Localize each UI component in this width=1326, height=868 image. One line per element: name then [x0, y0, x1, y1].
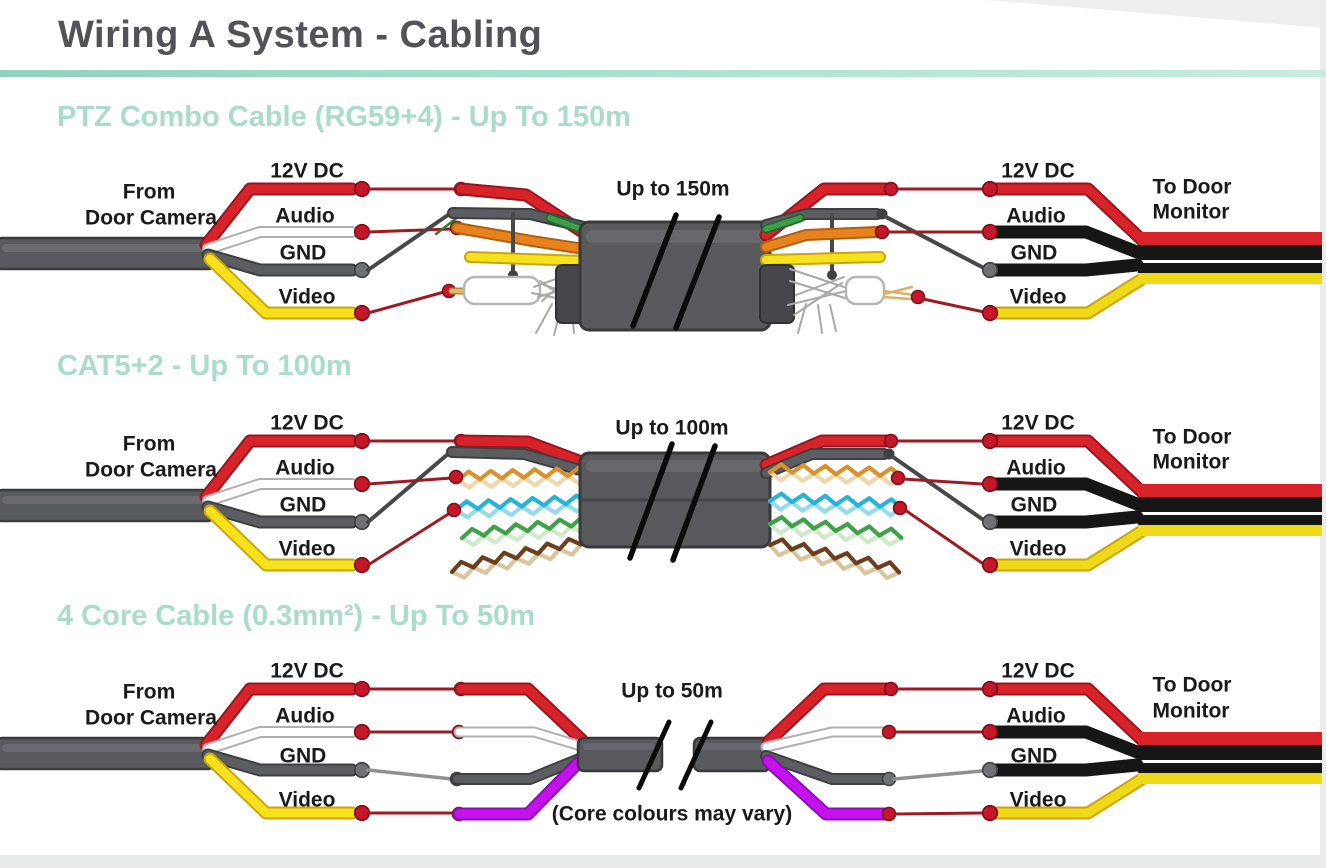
wire-label-12vdc-right: 12V DC [1001, 411, 1075, 435]
break-mark [630, 212, 679, 329]
wire-label-audio-right: Audio [1006, 456, 1066, 480]
core-colours-note: (Core colours may vary) [551, 802, 793, 826]
wire-label-video-right: Video [1009, 537, 1067, 561]
coax-right [759, 264, 986, 334]
wire-label-video-right: Video [1009, 788, 1067, 812]
ptz-combo-diagram [0, 181, 1322, 336]
wire-label-gnd-left: GND [279, 744, 327, 768]
wire-label-12vdc-left: 12V DC [270, 659, 344, 683]
from-label: Door Camera [85, 206, 217, 230]
left-bundle [366, 681, 590, 822]
break-mark [670, 443, 718, 563]
wire-label-12vdc-right: 12V DC [1001, 159, 1075, 183]
to-label: Monitor [1152, 450, 1230, 474]
wire-label-video-left: Video [278, 285, 336, 309]
corner-swoosh [985, 0, 1326, 28]
section-heading-cat5: CAT5+2 - Up To 100m [57, 350, 352, 382]
distance-label: Up to 150m [616, 177, 730, 201]
wire-label-audio-right: Audio [1006, 204, 1066, 228]
wire-label-audio-left: Audio [275, 204, 335, 228]
wire-label-gnd-right: GND [1010, 493, 1058, 517]
wire-label-video-left: Video [278, 537, 336, 561]
from-label: Door Camera [85, 458, 217, 482]
page-title: Wiring A System - Cabling [58, 14, 543, 56]
wire-label-audio-right: Audio [1006, 704, 1066, 728]
wire-label-12vdc-right: 12V DC [1001, 659, 1075, 683]
wire-label-gnd-right: GND [1010, 241, 1058, 265]
from-label: From [122, 432, 176, 456]
wire-label-12vdc-left: 12V DC [270, 411, 344, 435]
from-label: Door Camera [85, 706, 217, 730]
break-mark [673, 214, 722, 331]
cat5-diagram [0, 434, 1322, 581]
wire-label-video-right: Video [1009, 285, 1067, 309]
left-bundle [366, 181, 593, 336]
bottom-edge [0, 855, 1326, 868]
right-bundle [760, 681, 986, 822]
section-heading-4core: 4 Core Cable (0.3mm²) - Up To 50m [57, 600, 536, 632]
right-bundle [759, 433, 986, 581]
to-label: To Door [1152, 673, 1232, 697]
from-label: From [122, 680, 176, 704]
wire-label-audio-left: Audio [275, 456, 335, 480]
right-bundle [759, 181, 986, 334]
wire-label-gnd-left: GND [279, 493, 327, 517]
mid-cable [578, 212, 772, 332]
distance-label: Up to 50m [621, 679, 723, 703]
right-edge [1320, 0, 1326, 868]
wire-label-audio-left: Audio [275, 704, 335, 728]
title-underline [0, 70, 1326, 77]
section-heading-ptz: PTZ Combo Cable (RG59+4) - Up To 150m [57, 101, 631, 133]
to-label: Monitor [1152, 699, 1230, 723]
to-label: To Door [1152, 175, 1232, 199]
break-mark [636, 719, 672, 791]
break-mark [627, 441, 675, 561]
wire-label-video-left: Video [278, 788, 336, 812]
to-label: To Door [1152, 425, 1232, 449]
left-bundle [366, 433, 594, 580]
wire-label-12vdc-left: 12V DC [270, 159, 344, 183]
twisted-pairs-left [450, 467, 594, 579]
to-label: Monitor [1152, 200, 1230, 224]
wire-label-gnd-left: GND [279, 241, 327, 265]
wire-label-gnd-right: GND [1010, 744, 1058, 768]
distance-label: Up to 100m [615, 416, 729, 440]
four-core-diagram [0, 682, 1322, 821]
twisted-pairs-right [768, 464, 902, 580]
from-label: From [122, 180, 176, 204]
break-mark [678, 719, 714, 791]
coax-left [448, 262, 593, 336]
mid-cable [578, 441, 772, 563]
mid-cable [576, 719, 772, 791]
